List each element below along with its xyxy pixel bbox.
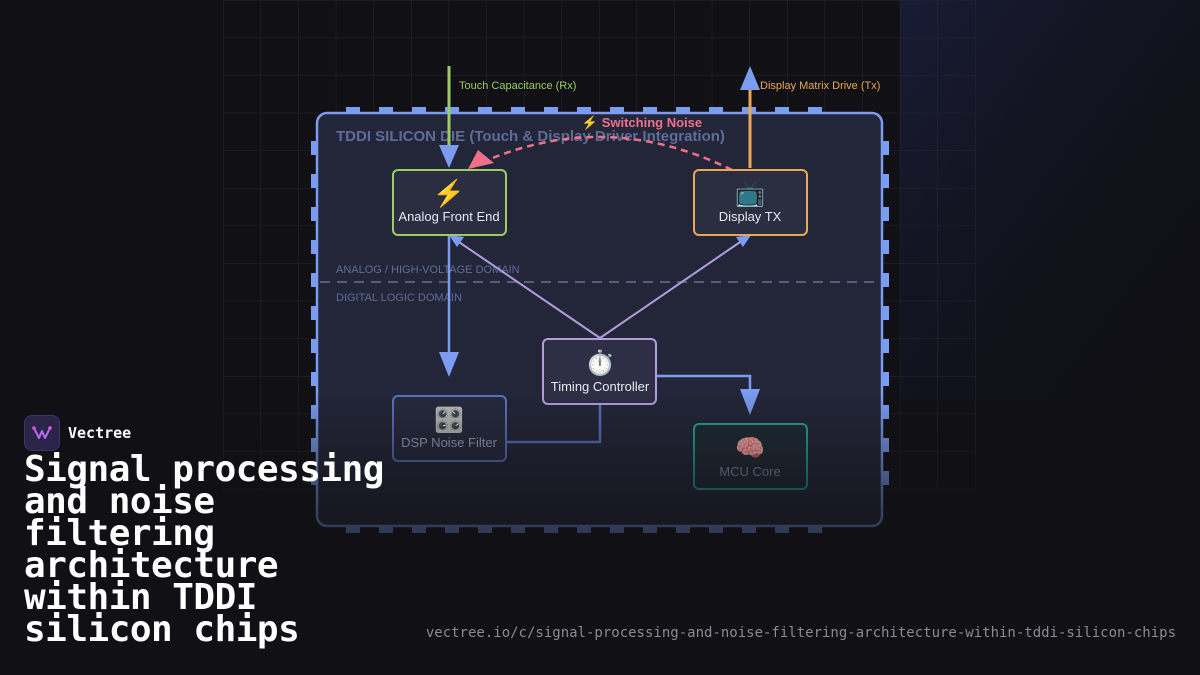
node-analog-front-end[interactable]: ⚡ Analog Front End (392, 169, 507, 236)
analog-domain-label: ANALOG / HIGH-VOLTAGE DOMAIN (336, 264, 520, 276)
lightning-icon: ⚡ (433, 178, 465, 209)
noise-label: ⚡ Switching Noise (582, 115, 702, 131)
vectree-logo-icon (24, 415, 60, 451)
brain-icon: 🧠 (735, 435, 765, 462)
node-timing-controller[interactable]: ⏱️ Timing Controller (542, 338, 657, 405)
headline: Signal processing and noise filtering ar… (24, 449, 384, 650)
brand-name: Vectree (68, 424, 132, 442)
display-tx-label: Display TX (719, 209, 782, 224)
rx-label: Touch Capacitance (Rx) (459, 80, 576, 92)
brand[interactable]: Vectree (24, 415, 131, 451)
stopwatch-icon: ⏱️ (585, 349, 615, 377)
node-mcu-core[interactable]: 🧠 MCU Core (693, 423, 808, 490)
digital-domain-label: DIGITAL LOGIC DOMAIN (336, 292, 462, 304)
control-knobs-icon: 🎛️ (434, 406, 464, 434)
mcu-label: MCU Core (719, 464, 780, 479)
timing-controller-label: Timing Controller (551, 379, 650, 394)
afe-label: Analog Front End (398, 209, 499, 224)
source-url[interactable]: vectree.io/c/signal-processing-and-noise… (425, 625, 1176, 641)
node-display-tx[interactable]: 📺 Display TX (693, 169, 808, 236)
television-icon: 📺 (735, 181, 765, 208)
node-dsp-noise-filter[interactable]: 🎛️ DSP Noise Filter (392, 395, 507, 462)
tx-label: Display Matrix Drive (Tx) (760, 80, 880, 92)
die-title: TDDI SILICON DIE (Touch & Display Driver… (336, 128, 725, 145)
dsp-label: DSP Noise Filter (401, 435, 498, 450)
